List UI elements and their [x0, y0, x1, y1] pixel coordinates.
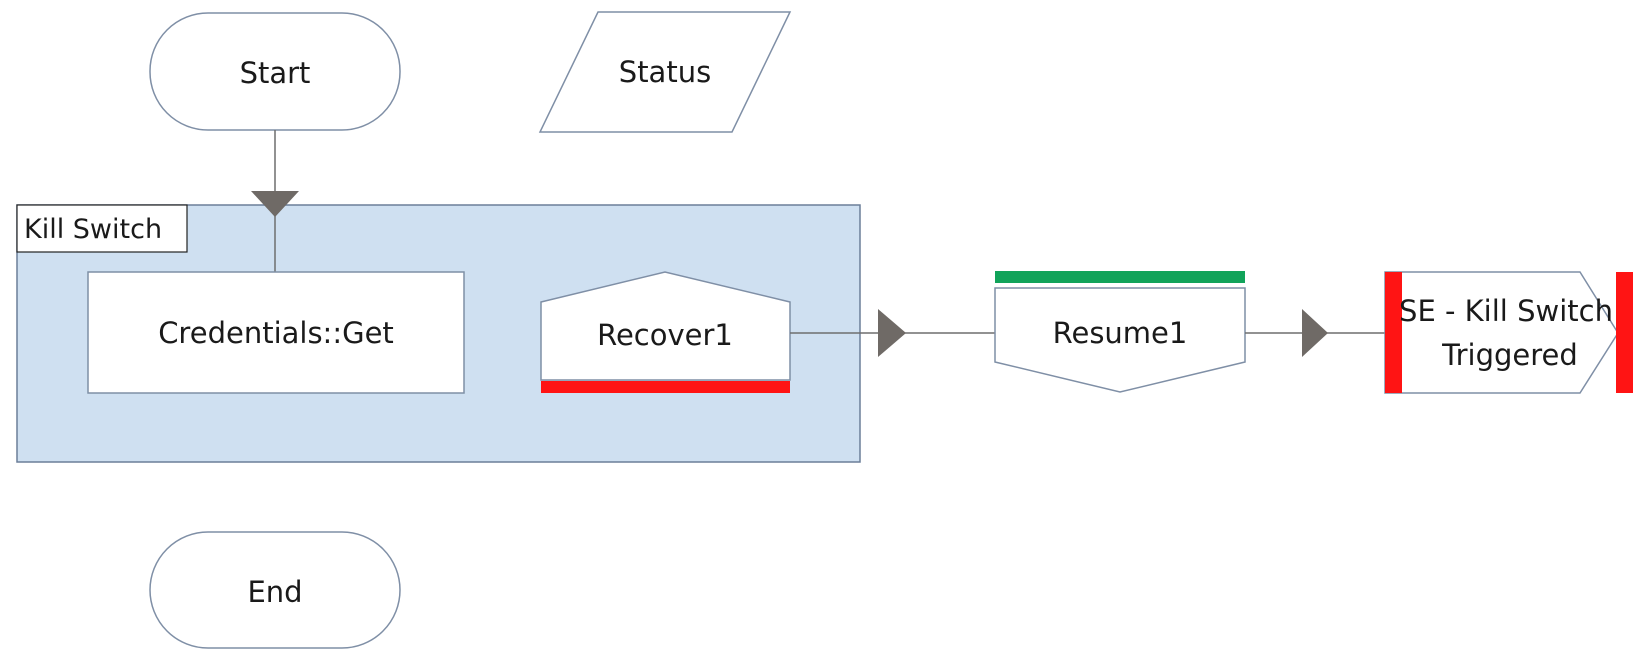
exception-label-line1: SE - Kill Switch	[1399, 294, 1613, 328]
recover-connector-arrowhead	[878, 309, 906, 357]
recover1-label: Recover1	[597, 318, 733, 352]
kill-switch-block-label: Kill Switch	[24, 214, 162, 245]
exception-stage[interactable]: SE - Kill Switch Triggered	[1384, 271, 1633, 394]
recover1-status-bar	[541, 381, 790, 393]
status-data-shape[interactable]	[538, 11, 792, 133]
resume-connector-arrowhead	[1302, 309, 1328, 357]
start-label: Start	[240, 56, 311, 90]
start-connector-arrowhead	[251, 191, 299, 217]
exception-shape[interactable]	[1384, 271, 1619, 394]
end-terminator-shape[interactable]	[149, 531, 401, 649]
recover1-shape[interactable]	[540, 271, 791, 381]
end-stage[interactable]: End	[149, 531, 401, 649]
exception-right-marker	[1616, 272, 1633, 393]
resume1-status-bar	[995, 271, 1245, 283]
resume1-shape[interactable]	[994, 287, 1246, 393]
credentials-get-stage[interactable]: Credentials::Get	[87, 271, 465, 394]
credentials-get-label: Credentials::Get	[158, 316, 394, 350]
resume1-stage[interactable]: Resume1	[994, 271, 1246, 393]
status-label: Status	[619, 55, 711, 89]
start-stage[interactable]: Start	[149, 12, 401, 131]
status-stage[interactable]: Status	[538, 11, 792, 133]
kill-switch-block-label-box	[16, 204, 188, 253]
exception-label-line2: Triggered	[1441, 338, 1578, 372]
exception-left-marker	[1385, 272, 1402, 393]
recover1-stage[interactable]: Recover1	[540, 271, 791, 393]
end-label: End	[247, 575, 302, 609]
credentials-get-shape[interactable]	[87, 271, 465, 394]
resume1-label: Resume1	[1053, 316, 1188, 350]
